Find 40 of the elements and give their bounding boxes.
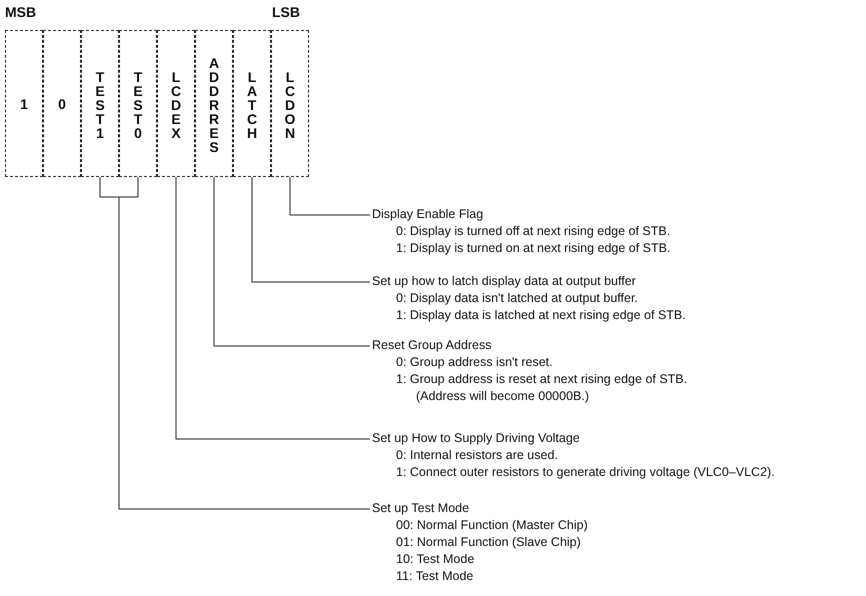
field-value-description: 0: Display is turned off at next rising edge of STB. bbox=[396, 223, 670, 240]
field-description-heading: Set up How to Supply Driving Voltage bbox=[372, 430, 581, 447]
field-value-description: 00: Normal Function (Master Chip) bbox=[396, 517, 588, 534]
field-value-description: 1: Group address is reset at next rising edge of STB. bbox=[396, 371, 688, 388]
bit-value: 0 bbox=[58, 96, 66, 112]
field-value-description: 10: Test Mode bbox=[396, 551, 476, 568]
leader-line bbox=[290, 176, 370, 216]
bit-field-cell bbox=[271, 30, 309, 177]
bit-field-cell bbox=[43, 30, 81, 177]
field-description-heading: Display Enable Flag bbox=[372, 206, 484, 223]
field-value-description: 1: Display is turned on at next rising edge of STB. bbox=[396, 240, 670, 257]
field-value-description: 01: Normal Function (Slave Chip) bbox=[396, 534, 582, 551]
field-value-description: 0: Display data isn't latched at output buffer. bbox=[396, 290, 639, 307]
bit-field-cell bbox=[5, 30, 43, 177]
bit-field-cell bbox=[195, 30, 233, 177]
bit-name: LCDEX bbox=[169, 68, 183, 138]
bit-field-cell bbox=[233, 30, 271, 177]
field-value-description: 0: Group address isn't reset. bbox=[396, 354, 554, 371]
field-value-description: 1: Connect outer resistors to generate driving voltage (VLC0–VLC2). bbox=[396, 464, 775, 481]
bit-name: TEST1 bbox=[93, 68, 107, 138]
bit-name: TEST0 bbox=[131, 68, 145, 138]
bit-name: ADDRRES bbox=[207, 54, 221, 152]
bit-name: LCDON bbox=[283, 68, 297, 138]
bit-field-cell bbox=[157, 30, 195, 177]
field-value-description: (Address will become 00000B.) bbox=[416, 388, 590, 405]
field-value-description: 0: Internal resistors are used. bbox=[396, 447, 559, 464]
leader-line bbox=[176, 176, 370, 440]
field-description-heading: Set up how to latch display data at output buffer bbox=[372, 273, 637, 290]
bit-name: LATCH bbox=[245, 68, 259, 138]
bit-field-cell bbox=[81, 30, 119, 177]
bit-order-label: LSB bbox=[272, 4, 300, 20]
field-value-description: 1: Display data is latched at next rising edge of STB. bbox=[396, 307, 686, 324]
leader-line bbox=[214, 176, 370, 346]
field-description-heading: Reset Group Address bbox=[372, 337, 493, 354]
field-value-description: 11: Test Mode bbox=[396, 568, 474, 585]
bit-field-cell bbox=[119, 30, 157, 177]
bit-value: 1 bbox=[20, 96, 28, 112]
bit-order-label: MSB bbox=[5, 4, 36, 20]
field-description-heading: Set up Test Mode bbox=[372, 500, 470, 517]
leader-line bbox=[252, 176, 370, 282]
